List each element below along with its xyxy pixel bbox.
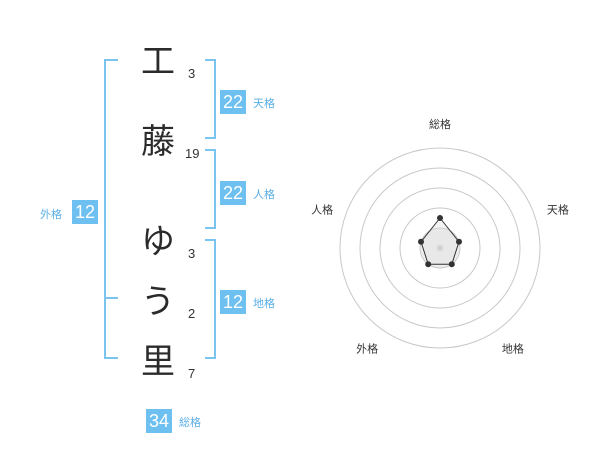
jinkaku-label: 人格 xyxy=(253,188,275,201)
radar-axis-label-5: 人格 xyxy=(311,203,333,217)
gaikaku-value: 12 xyxy=(72,200,98,224)
tenkaku-value: 22 xyxy=(220,90,246,114)
tenkaku-bracket xyxy=(205,59,216,139)
radar-ring-3 xyxy=(379,187,501,309)
radar-point-3 xyxy=(448,261,455,268)
stroke-count-5: 7 xyxy=(188,366,196,381)
gaikaku-bracket xyxy=(104,59,118,359)
name-char-4: う xyxy=(141,282,175,322)
stroke-count-4: 2 xyxy=(188,306,196,321)
soukaku-value: 34 xyxy=(146,409,172,433)
radar-axis-label-3: 地格 xyxy=(502,341,524,355)
radar-data-polygon xyxy=(420,217,460,265)
radar-ring-4 xyxy=(359,167,521,329)
stroke-count-2: 19 xyxy=(185,146,200,161)
radar-point-4 xyxy=(425,261,432,268)
name-char-3: ゆ xyxy=(141,222,175,262)
jinkaku-value: 22 xyxy=(220,181,246,205)
radar-center xyxy=(437,245,443,251)
radar-axis-label-4: 外格 xyxy=(356,341,378,355)
radar-ring-2 xyxy=(399,207,481,289)
radar-axis-label-2: 天格 xyxy=(547,203,569,217)
radar-point-5 xyxy=(418,238,424,245)
radar-point-2 xyxy=(456,238,462,245)
stroke-count-1: 3 xyxy=(188,66,196,81)
radar-point-1 xyxy=(437,215,443,221)
stroke-count-3: 3 xyxy=(188,246,196,261)
soukaku-label: 総格 xyxy=(179,416,201,429)
name-char-2: 藤 xyxy=(141,122,175,162)
tenkaku-label: 天格 xyxy=(253,97,275,110)
name-char-5: 里 xyxy=(141,342,175,382)
chikaku-value: 12 xyxy=(220,290,246,314)
chikaku-bracket xyxy=(205,239,216,359)
chikaku-label: 地格 xyxy=(253,297,275,310)
name-char-1: 工 xyxy=(141,42,175,82)
jinkaku-bracket xyxy=(205,149,216,229)
radar-axis-label-1: 総格 xyxy=(429,117,451,131)
gaikaku-label: 外格 xyxy=(40,208,62,221)
